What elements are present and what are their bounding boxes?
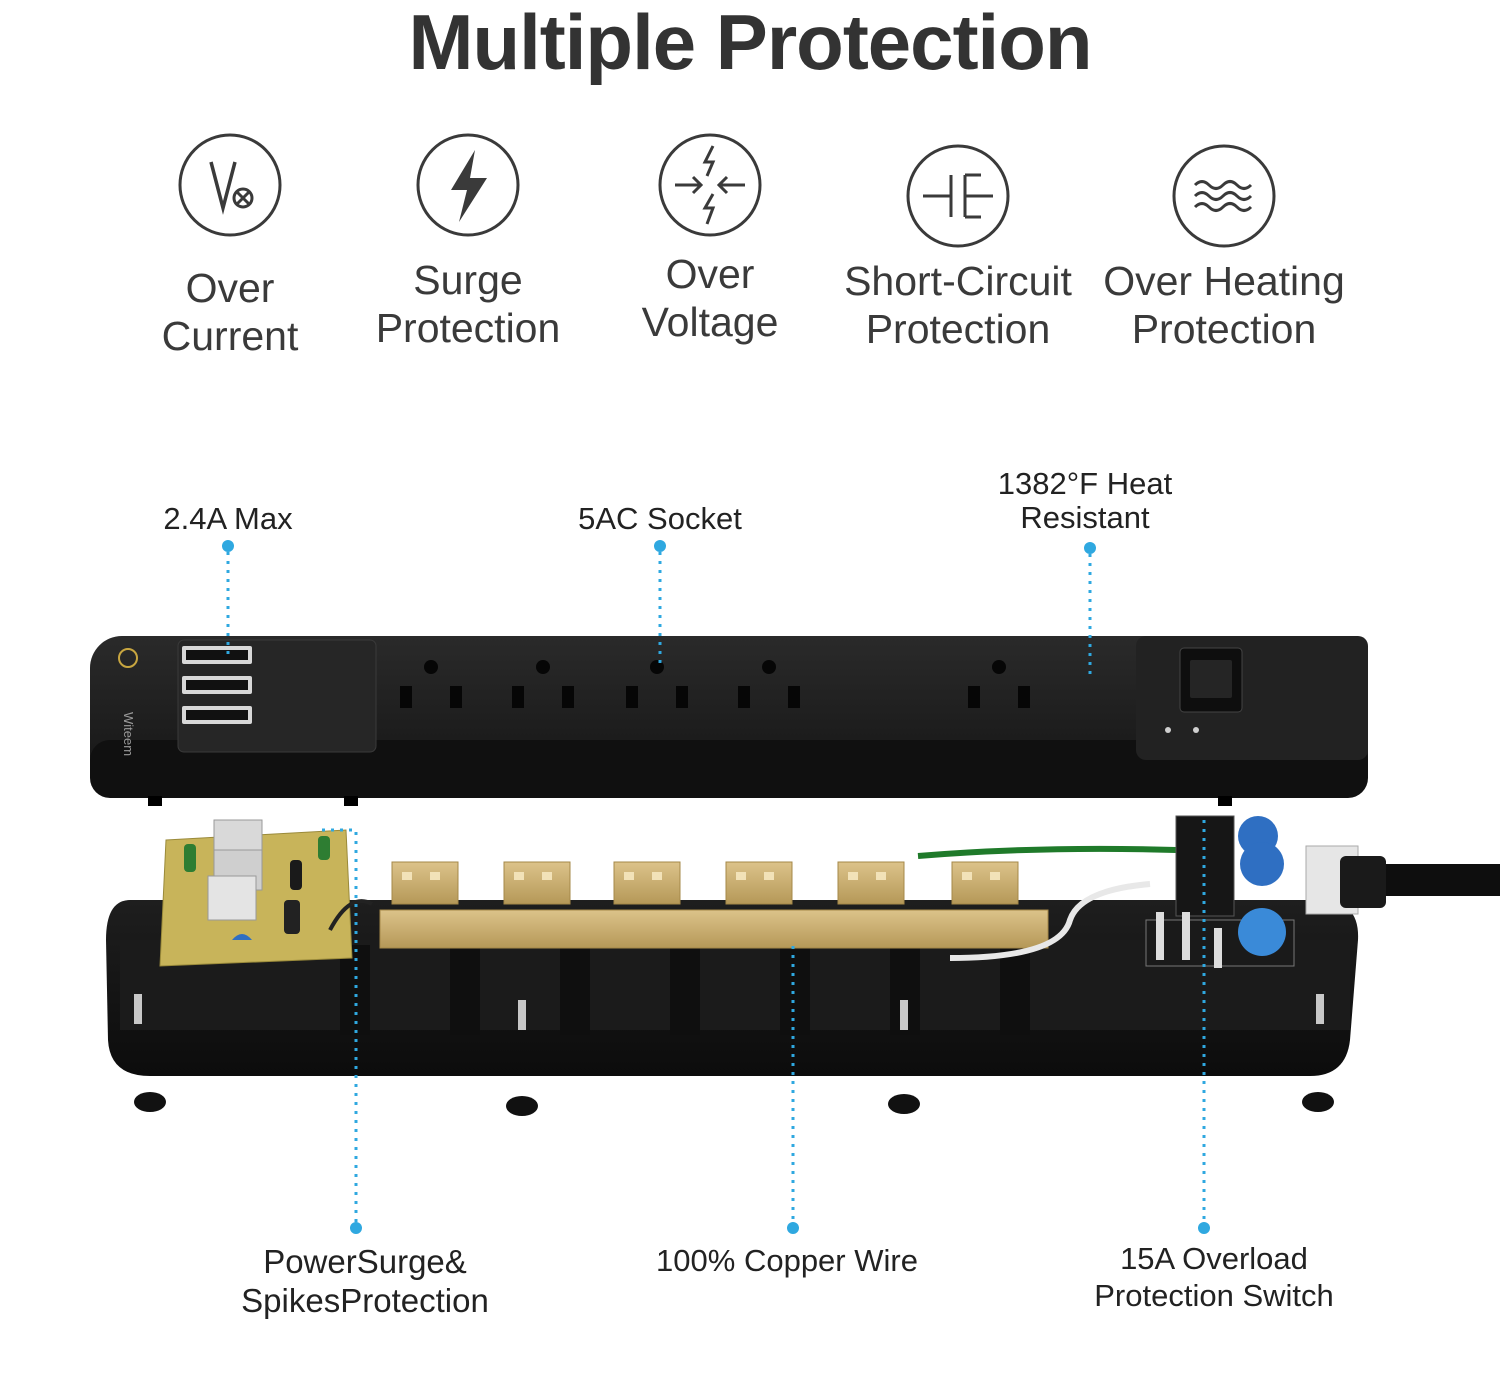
voltage-arrows-icon xyxy=(658,133,762,237)
lightning-bolt-icon xyxy=(416,133,520,237)
heat-waves-icon xyxy=(1172,144,1276,248)
callout-leaders xyxy=(226,552,1206,1222)
brand-logo-icon xyxy=(118,648,138,668)
feature-over-heating: Over Heating Protection xyxy=(1094,143,1354,353)
neutral-wire xyxy=(949,881,1151,961)
short-circuit-icon xyxy=(906,144,1010,248)
page-title: Multiple Protection xyxy=(408,0,1093,86)
power-strip-top-cover: Witeem xyxy=(90,636,1368,806)
callout-leader-dots xyxy=(222,540,1210,1234)
feature-label: Short-Circuit Protection xyxy=(844,258,1072,352)
feature-label: Over Heating Protection xyxy=(1103,258,1345,352)
callout-ac-socket: 5AC Socket xyxy=(578,501,742,536)
callout-overload-switch: 15A Overload Protection Switch xyxy=(1094,1241,1334,1313)
callout-usb-max: 2.4A Max xyxy=(163,501,293,536)
feature-short-circuit: Short-Circuit Protection xyxy=(828,143,1088,353)
feature-label: Over Voltage xyxy=(641,251,779,345)
feature-over-current: Over Current xyxy=(100,132,360,360)
ac-sockets xyxy=(400,660,1030,708)
copper-busbar xyxy=(379,861,1049,949)
callout-surge-spikes: PowerSurge& SpikesProtection xyxy=(241,1243,489,1319)
feature-over-voltage: Over Voltage xyxy=(580,132,840,346)
ground-wire xyxy=(917,845,1177,859)
surge-protection-pcb xyxy=(159,819,353,967)
brand-name: Witeem xyxy=(121,712,136,756)
overload-switch-assembly xyxy=(1145,815,1500,968)
feature-label: Over Current xyxy=(161,265,299,359)
callout-heat-resistant: 1382°F Heat Resistant xyxy=(997,466,1173,535)
current-symbol-icon xyxy=(178,133,282,237)
callout-copper-wire: 100% Copper Wire xyxy=(656,1243,918,1278)
feature-surge-protection: Surge Protection xyxy=(338,132,598,352)
feature-label: Surge Protection xyxy=(375,257,561,351)
